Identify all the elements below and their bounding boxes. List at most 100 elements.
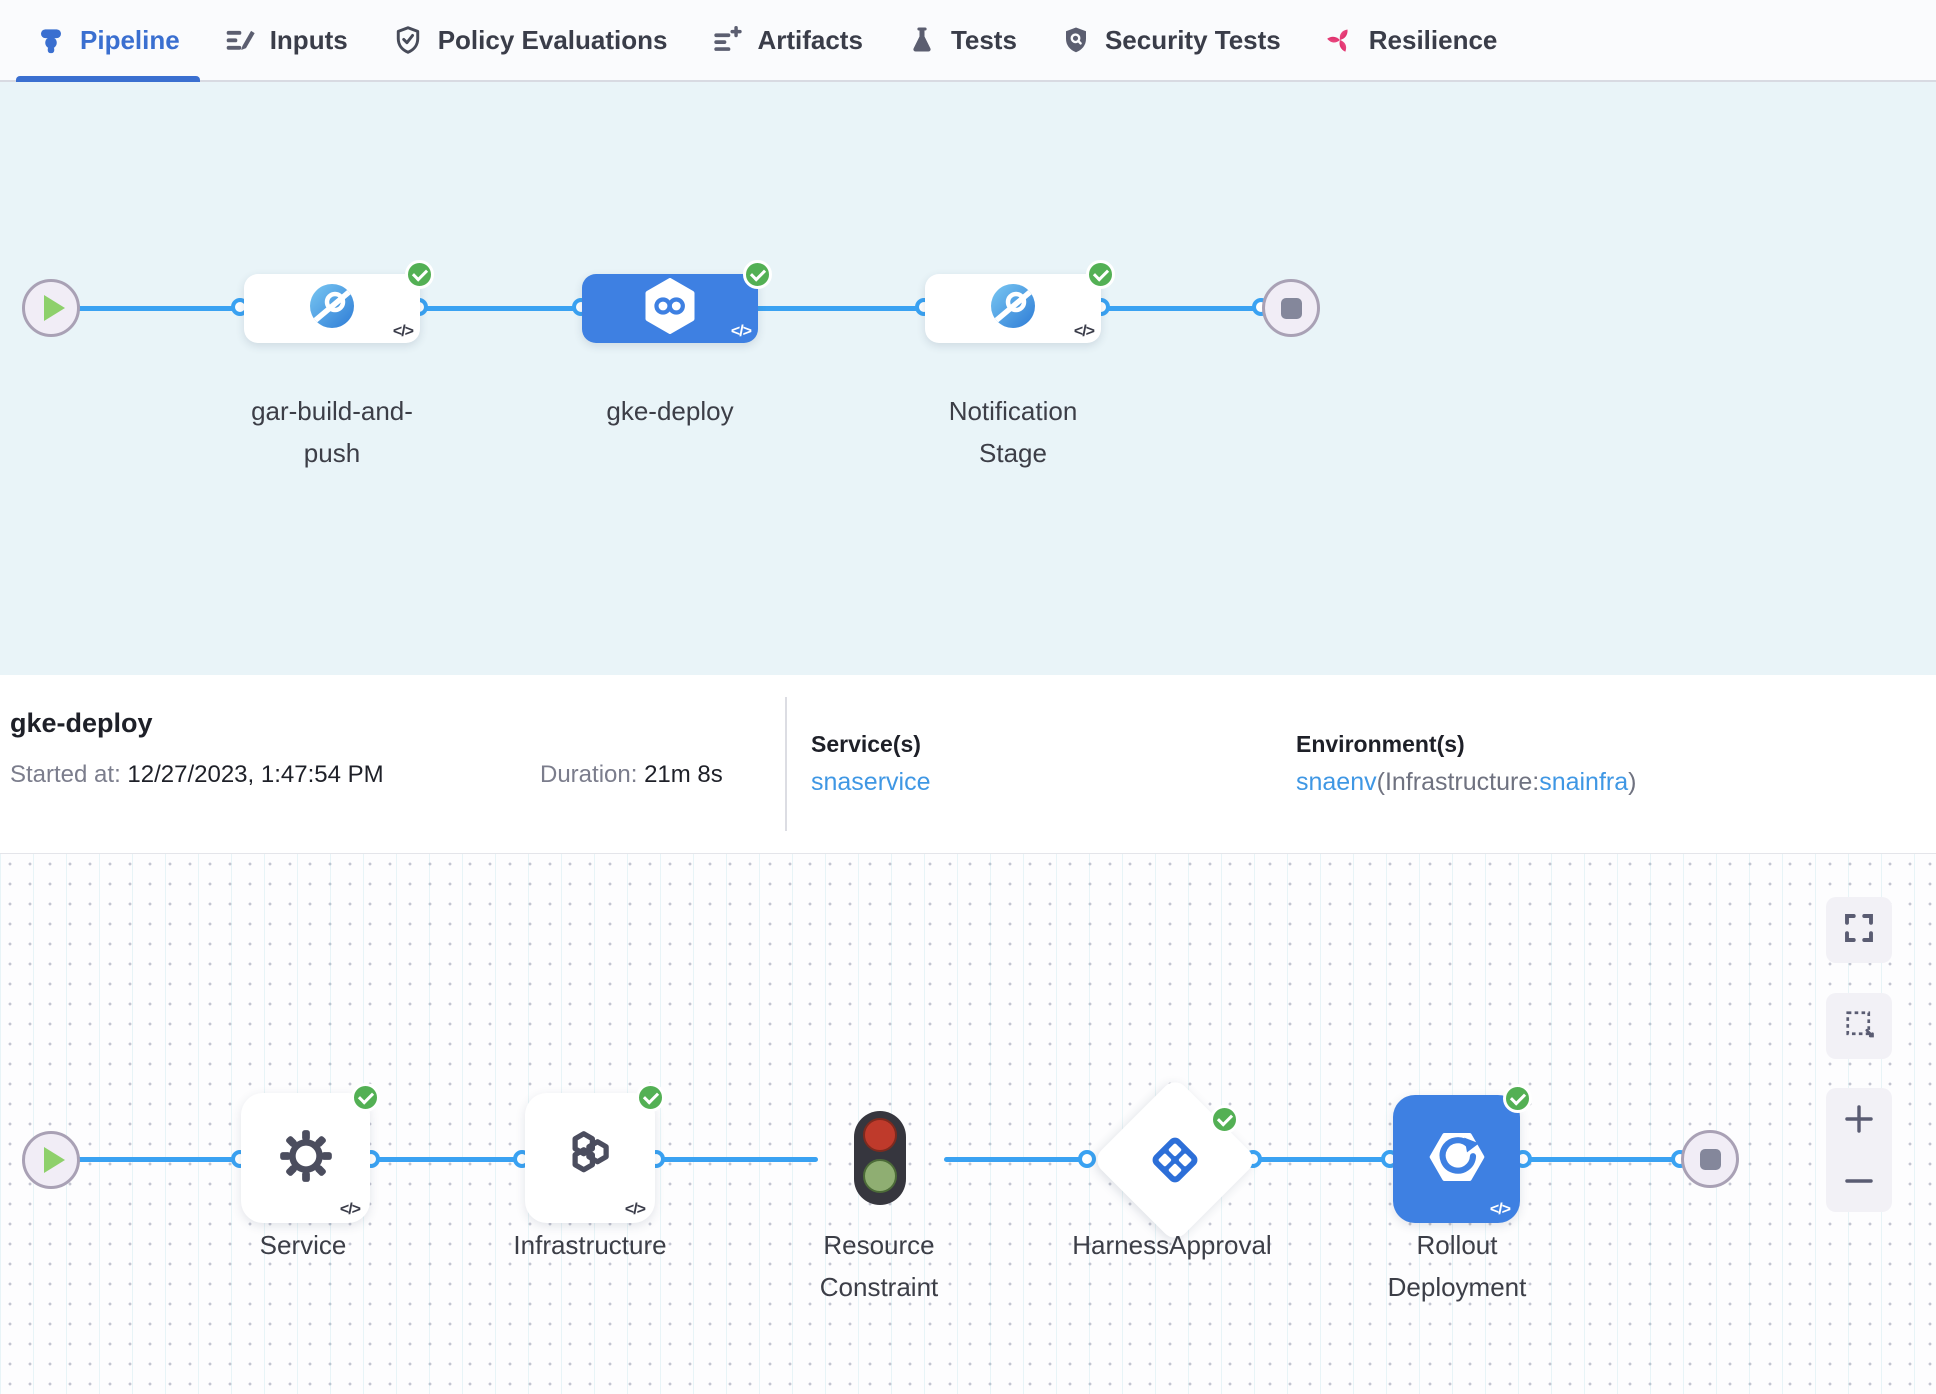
edge xyxy=(1524,1157,1681,1162)
approval-diamond-icon xyxy=(1142,1127,1208,1198)
end-node xyxy=(1681,1130,1739,1188)
step-label: Rollout Deployment xyxy=(1387,1230,1527,1302)
tab-resilience[interactable]: Resilience xyxy=(1303,0,1520,80)
success-check-badge xyxy=(743,260,772,289)
hexagons-icon xyxy=(560,1126,620,1191)
step-node-resource-constraint[interactable] xyxy=(854,1111,906,1205)
stage-label: gar-build-and-push xyxy=(251,396,413,468)
stage-steps-canvas: </> Service </> Infrastructure Resource … xyxy=(0,854,1936,1394)
step-node-infrastructure[interactable]: </> xyxy=(525,1083,665,1223)
pipeline-execution-graph: </> gar-build-and-push </> gke-deploy xyxy=(0,82,1936,675)
build-stage-icon xyxy=(307,281,357,336)
inputs-icon xyxy=(224,24,256,56)
tab-pipeline[interactable]: Pipeline xyxy=(14,0,202,82)
code-glyph: </> xyxy=(1489,1201,1511,1218)
marquee-select-icon xyxy=(1841,1006,1877,1047)
success-check-badge xyxy=(405,260,434,289)
code-glyph: </> xyxy=(392,323,414,340)
service-link[interactable]: snaservice xyxy=(811,768,931,796)
success-check-badge xyxy=(1210,1105,1239,1134)
marquee-select-button[interactable] xyxy=(1826,993,1892,1059)
duration-label: Duration: xyxy=(540,761,638,788)
stage-title: gke-deploy xyxy=(10,708,153,738)
step-label: Service xyxy=(259,1230,347,1260)
services-label: Service(s) xyxy=(811,731,921,757)
tab-tests[interactable]: Tests xyxy=(885,0,1039,80)
infrastructure-prefix: (Infrastructure: xyxy=(1376,768,1540,796)
traffic-light-green xyxy=(863,1159,897,1193)
start-node xyxy=(22,279,80,337)
zoom-in-button[interactable] xyxy=(1826,1088,1892,1150)
environments-label: Environment(s) xyxy=(1296,731,1465,757)
duration-value: 21m 8s xyxy=(644,761,723,788)
code-glyph: </> xyxy=(339,1201,361,1218)
play-icon xyxy=(44,1147,65,1173)
tests-icon xyxy=(907,25,937,55)
gear-icon xyxy=(275,1125,337,1192)
tab-policy-evaluations[interactable]: Policy Evaluations xyxy=(370,0,690,80)
play-icon xyxy=(44,295,65,321)
tab-security-tests[interactable]: Security Tests xyxy=(1039,0,1303,80)
duration: Duration: 21m 8s xyxy=(540,761,723,789)
step-label: Resource Constraint xyxy=(819,1230,939,1302)
divider xyxy=(785,697,787,831)
edge xyxy=(372,1157,523,1162)
resilience-icon xyxy=(1325,25,1355,55)
started-at: Started at: 12/27/2023, 1:47:54 PM xyxy=(10,761,384,789)
zoom-controls xyxy=(1826,1088,1892,1212)
success-check-badge xyxy=(1086,260,1115,289)
security-tests-icon xyxy=(1061,25,1091,55)
started-at-value: 12/27/2023, 1:47:54 PM xyxy=(127,761,384,788)
edge-endpoint xyxy=(1078,1150,1096,1168)
success-check-badge xyxy=(351,1083,380,1112)
environment-value: snaenv(Infrastructure:snainfra) xyxy=(1296,768,1636,797)
step-label: HarnessApproval xyxy=(1072,1230,1272,1260)
end-node xyxy=(1262,279,1320,337)
stage-node-gke-deploy[interactable]: </> xyxy=(582,260,772,343)
success-check-badge xyxy=(1503,1084,1532,1113)
pipeline-icon xyxy=(36,25,66,55)
stage-label: gke-deploy xyxy=(606,396,734,426)
infrastructure-link[interactable]: snainfra xyxy=(1539,768,1629,796)
code-glyph: </> xyxy=(730,323,752,340)
success-check-badge xyxy=(636,1083,665,1112)
edge xyxy=(72,306,241,311)
edge xyxy=(420,306,582,311)
stop-icon xyxy=(1280,297,1302,319)
deploy-stage-icon xyxy=(642,278,698,339)
stop-icon xyxy=(1699,1148,1721,1170)
code-glyph: </> xyxy=(624,1201,646,1218)
fullscreen-icon xyxy=(1841,910,1877,951)
edge xyxy=(749,306,925,311)
policy-evaluations-icon xyxy=(392,24,424,56)
step-label: Infrastructure xyxy=(513,1230,667,1260)
tab-label: Pipeline xyxy=(80,24,180,55)
artifacts-icon xyxy=(711,24,743,56)
edge xyxy=(72,1157,241,1162)
tab-bar: Pipeline Inputs Policy Evaluations xyxy=(0,0,1936,82)
stage-node-gar-build-and-push[interactable]: </> xyxy=(244,260,434,343)
traffic-light-red xyxy=(863,1118,897,1152)
stage-node-notification-stage[interactable]: </> xyxy=(925,260,1115,343)
fullscreen-button[interactable] xyxy=(1826,897,1892,963)
tab-label: Security Tests xyxy=(1104,24,1281,55)
tab-label: Inputs xyxy=(269,24,348,55)
tab-label: Policy Evaluations xyxy=(437,24,668,55)
edge xyxy=(944,1157,1088,1162)
environment-link[interactable]: snaenv xyxy=(1296,768,1377,796)
rollout-icon xyxy=(1425,1125,1489,1194)
step-node-rollout-deployment[interactable]: </> xyxy=(1393,1084,1532,1223)
started-at-label: Started at: xyxy=(10,761,121,788)
tab-inputs[interactable]: Inputs xyxy=(202,0,370,80)
code-glyph: </> xyxy=(1073,323,1095,340)
tab-label: Artifacts xyxy=(757,24,863,55)
tab-label: Tests xyxy=(950,24,1017,55)
stage-summary-bar: gke-deploy Started at: 12/27/2023, 1:47:… xyxy=(0,675,1936,854)
start-node xyxy=(22,1131,80,1189)
edge xyxy=(1254,1157,1391,1162)
stage-label: Notification Stage xyxy=(948,396,1078,468)
tab-artifacts[interactable]: Artifacts xyxy=(689,0,884,80)
step-node-service[interactable]: </> xyxy=(241,1083,380,1223)
tab-label: Resilience xyxy=(1368,24,1498,55)
zoom-out-button[interactable] xyxy=(1826,1150,1892,1212)
